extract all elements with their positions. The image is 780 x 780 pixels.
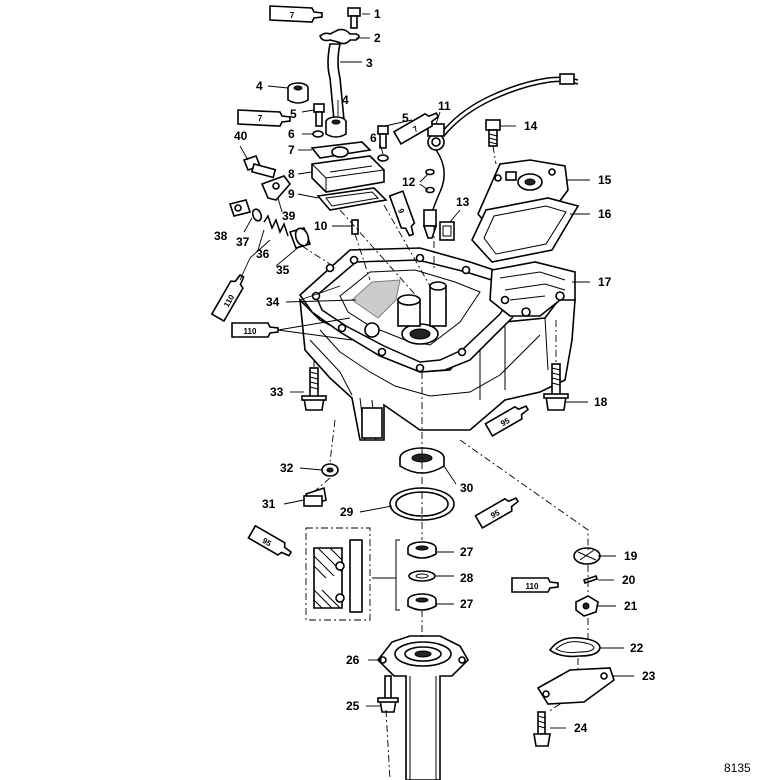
callout-32: 32 — [280, 461, 294, 475]
housing — [298, 247, 576, 441]
callout-2: 2 — [374, 31, 381, 45]
callout-9: 9 — [288, 187, 295, 201]
callout-6: 6 — [288, 127, 295, 141]
callout-33: 33 — [270, 385, 284, 399]
callout-28: 28 — [460, 571, 474, 585]
callout-8: 8 — [288, 167, 295, 181]
callout-23: 23 — [642, 669, 656, 683]
svg-text:110: 110 — [244, 327, 257, 336]
vent-hose-assembly — [287, 7, 389, 211]
callout-7: 7 — [288, 143, 295, 157]
callout-17: 17 — [598, 275, 612, 289]
callout-11: 11 — [438, 99, 451, 113]
callout-21: 21 — [624, 599, 638, 613]
callout-3: 3 — [366, 56, 373, 70]
lower-seal-assembly — [303, 447, 455, 611]
sealant-tubes: 7 7 7 9 110 110 95 95 — [210, 5, 559, 593]
figure-number: 8135 — [724, 761, 751, 775]
sealant-tube-icon: 110 — [210, 273, 245, 323]
callout-18: 18 — [594, 395, 608, 409]
callout-15: 15 — [598, 173, 612, 187]
callout-36: 36 — [256, 247, 270, 261]
sensor-assembly — [422, 73, 579, 241]
callout-20: 20 — [622, 573, 636, 587]
sealant-tube-icon: 110 — [231, 322, 279, 338]
callout-35: 35 — [276, 263, 290, 277]
seal-detail-inset — [305, 527, 371, 621]
svg-text:7: 7 — [411, 124, 420, 134]
callout-16: 16 — [598, 207, 612, 221]
callout-5: 5 — [290, 107, 297, 121]
callout-29: 29 — [340, 505, 354, 519]
sealant-tube-icon: 95 — [474, 497, 520, 530]
callout-27: 27 — [460, 597, 474, 611]
leader-lines — [239, 13, 634, 729]
svg-text:7: 7 — [290, 11, 295, 20]
callout-39: 39 — [282, 209, 296, 223]
cover-plate-assembly — [471, 119, 580, 263]
svg-text:9: 9 — [396, 207, 406, 215]
svg-text:110: 110 — [526, 582, 539, 591]
callout-24: 24 — [574, 721, 588, 735]
sealant-tube-icon: 9 — [388, 190, 416, 237]
callout-4: 4 — [256, 79, 263, 93]
callout-37: 37 — [236, 235, 250, 249]
sealant-tube-icon: 95 — [247, 524, 293, 557]
callout-6: 6 — [370, 131, 377, 145]
callout-5: 5 — [402, 111, 409, 125]
sealant-tube-icon: 110 — [511, 577, 559, 593]
callout-labels: 1 2 3 4 4 5 5 6 6 7 8 9 10 11 12 13 14 1… — [214, 7, 656, 735]
callout-12: 12 — [402, 175, 416, 189]
sealant-tube-icon: 95 — [484, 405, 530, 438]
callout-22: 22 — [630, 641, 644, 655]
callout-1: 1 — [374, 7, 381, 21]
callout-25: 25 — [346, 699, 360, 713]
callout-31: 31 — [262, 497, 276, 511]
callout-34: 34 — [266, 295, 280, 309]
lower-housing — [376, 635, 469, 780]
valve-assembly — [228, 155, 569, 411]
callout-26: 26 — [346, 653, 360, 667]
callout-38: 38 — [214, 229, 228, 243]
assembly-centerlines — [301, 145, 589, 780]
sealant-tube-icon: 7 — [237, 109, 291, 127]
svg-text:7: 7 — [258, 114, 263, 123]
callout-13: 13 — [456, 195, 470, 209]
callout-27: 27 — [460, 545, 474, 559]
callout-4: 4 — [342, 93, 349, 107]
callout-30: 30 — [460, 481, 474, 495]
callout-14: 14 — [524, 119, 538, 133]
callout-40: 40 — [234, 129, 248, 143]
callout-10: 10 — [314, 219, 328, 233]
callout-19: 19 — [624, 549, 638, 563]
pump-assembly — [533, 547, 615, 747]
sealant-tube-icon: 7 — [269, 5, 323, 23]
